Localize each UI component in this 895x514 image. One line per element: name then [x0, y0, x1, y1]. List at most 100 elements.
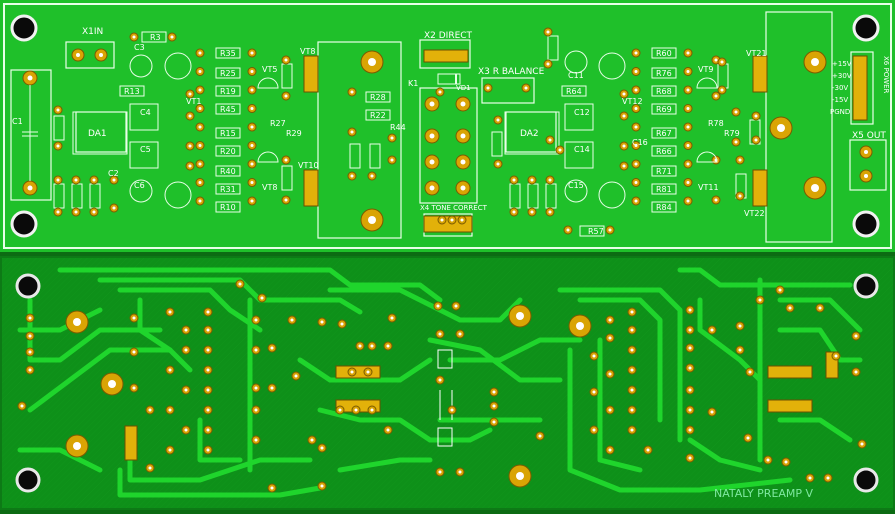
pad-hole: [592, 390, 596, 394]
pad-hole: [688, 366, 692, 370]
bottom-small-pads: [17, 279, 867, 493]
pad-hole: [854, 334, 858, 338]
c3-label: C3: [134, 43, 145, 52]
pad-hole: [686, 180, 690, 185]
r15-label: R15: [220, 129, 236, 138]
pad-hole: [350, 174, 354, 178]
pad-hole: [622, 164, 626, 168]
pad-hole: [148, 408, 152, 412]
vd1-diode-icon: [437, 73, 461, 85]
r20-label: R20: [220, 147, 236, 156]
pad-hole: [608, 228, 612, 232]
pad-hole: [168, 408, 172, 412]
pad-hole: [270, 346, 274, 350]
pad-hole: [168, 368, 172, 372]
r39-label: R35: [220, 49, 236, 58]
pad-hole: [188, 164, 192, 168]
pad-hole: [538, 434, 542, 438]
pad-hole: [132, 386, 136, 390]
x4-block-outline: [419, 87, 478, 204]
pad-hole: [630, 328, 634, 332]
pad-hole: [132, 350, 136, 354]
pad-hole: [260, 296, 264, 300]
pad-hole: [546, 30, 550, 34]
pad-hole: [450, 408, 454, 412]
pad-hole: [184, 388, 188, 392]
pad-hole: [438, 332, 442, 336]
top-labels: X1IN X2 DIRECT X3 R BALANCE X4 TONE CORR…: [12, 27, 890, 236]
pad-hole: [512, 178, 516, 182]
vt10-label: VT10: [298, 161, 319, 170]
pad-hole: [188, 92, 192, 96]
pad-hole: [56, 144, 60, 148]
pad-hole: [386, 428, 390, 432]
pad-hole: [720, 88, 724, 92]
pad-hole: [254, 318, 258, 322]
pad-hole: [198, 69, 202, 74]
pad-hole: [826, 476, 830, 480]
pad-hole: [206, 328, 210, 332]
pad-hole: [184, 428, 188, 432]
pad-hole: [634, 199, 638, 203]
pad-hole: [454, 304, 458, 308]
bottom-relay: [437, 349, 453, 447]
x3-label: X3 R BALANCE: [478, 67, 545, 77]
pad-hole: [350, 90, 354, 94]
pad-hole: [28, 368, 32, 372]
pad-hole: [530, 178, 534, 182]
mounting-hole-icon: [853, 273, 879, 299]
bottom-mounting-holes: [15, 273, 879, 493]
pad-hole: [74, 178, 78, 182]
r81-label: R81: [656, 185, 672, 194]
c11-label: C11: [568, 71, 584, 80]
vt12-label: VT12: [622, 97, 643, 106]
top-small-pads: [53, 27, 761, 235]
x5-label: X5 OUT: [852, 131, 886, 141]
pad-hole: [358, 344, 362, 348]
r8-label: R3: [150, 33, 161, 42]
pad-hole: [546, 62, 550, 66]
pad-hole: [254, 348, 258, 352]
pad-hole: [250, 162, 254, 166]
r78-label: R78: [708, 119, 724, 128]
pad-hole: [622, 144, 626, 148]
pad-hole: [132, 316, 136, 320]
r19-label: R19: [220, 87, 236, 96]
brand-label: NATALY PREAMP V: [714, 487, 814, 500]
r22-label: R22: [370, 111, 386, 120]
pad-hole: [710, 410, 714, 414]
pad-hole: [720, 60, 724, 64]
pad-hole: [686, 125, 690, 129]
pad-hole: [168, 448, 172, 452]
r68-label: R68: [656, 87, 672, 96]
pad-hole: [188, 144, 192, 148]
x2-label: X2 DIRECT: [424, 31, 473, 41]
pad-hole: [112, 206, 116, 210]
pad-hole: [254, 386, 258, 390]
vt22-label: VT22: [744, 209, 765, 218]
pad-hole: [834, 354, 838, 358]
pad-hole: [370, 408, 374, 412]
x1in-outline: [65, 41, 115, 69]
pad-hole: [270, 386, 274, 390]
c16-label: C16: [632, 138, 648, 147]
vt1-label: VT1: [186, 97, 201, 106]
pad-hole: [92, 210, 96, 214]
pad-hole: [438, 90, 442, 94]
mounting-hole-icon: [853, 467, 879, 493]
vt11-label: VT11: [698, 183, 719, 192]
r79-label: R79: [724, 129, 740, 138]
pad-hole: [270, 486, 274, 490]
dip-ics: [72, 111, 560, 155]
pad-hole: [748, 370, 752, 374]
pad-hole: [170, 35, 174, 39]
pad-hole: [566, 228, 570, 232]
pad-hole: [56, 178, 60, 182]
r69-label: R69: [656, 105, 672, 114]
left-connector-pads: [22, 70, 38, 196]
mounting-hole-icon: [852, 14, 880, 42]
c6-label: C6: [134, 181, 145, 190]
mounting-hole-icon: [10, 210, 38, 238]
da2-label: DA2: [520, 129, 539, 139]
